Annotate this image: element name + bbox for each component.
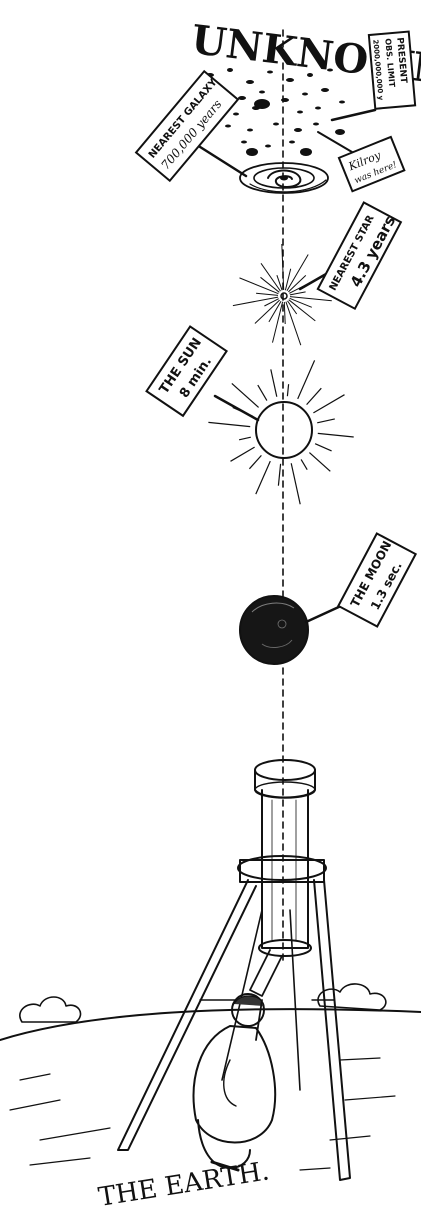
sun-icon [208,360,353,504]
sun-ray [271,369,277,396]
earth-label: THE EARTH. [96,1156,271,1213]
sign-sun-board [147,327,227,416]
star-ray [256,293,278,295]
sign-moon: THE MOON 1.3 sec. [306,533,416,626]
star-ray [285,269,290,290]
star-ray [290,297,332,301]
sign-nearest-galaxy-board [136,71,238,180]
star-ray [233,297,278,306]
sun-ray [309,453,330,472]
star-ray [277,275,282,290]
sign-sun: THE SUN 8 min. [147,327,258,420]
sun-ray [298,360,315,399]
sun-ray [291,463,300,504]
observer-figure-icon [194,994,276,1170]
star-ray [284,302,285,324]
cloud-icon [20,997,81,1022]
sun-ray [231,447,255,461]
sign-nearest-star: NEAREST STAR 4.3 years [300,202,401,308]
sun-ray [318,433,354,437]
sun-ray [315,444,332,451]
telescope-icon [118,760,350,1180]
sun-ray [307,388,322,404]
sun-ray [232,383,259,407]
moon-icon [240,596,308,664]
earth-surface-icon [0,1009,421,1170]
star-ray [286,302,301,346]
sun-ray [256,461,270,494]
sign-kilroy: Kilroy was here! [318,132,404,191]
sun-ray [313,395,344,413]
sun-ray [287,384,288,396]
sun-ray [278,464,280,486]
star-ray [290,292,306,295]
sun-ray [258,385,267,401]
sun-ray [249,455,261,468]
galaxy-icon [240,163,328,193]
sun-ray [208,422,250,426]
sun-ray [239,437,251,440]
star-ray [255,300,280,323]
sun-ray [317,419,335,423]
sun-ray [301,459,307,469]
cloud-icon [318,984,386,1010]
